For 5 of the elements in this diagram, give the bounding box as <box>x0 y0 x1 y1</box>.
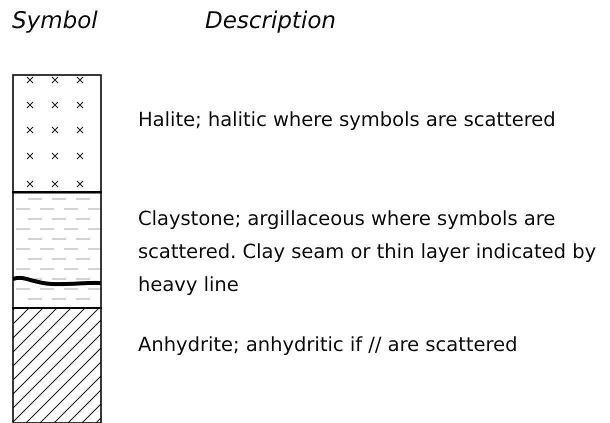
description-text: Anhydrite; anhydritic if // are scattered <box>138 332 518 358</box>
column-heading: Symbol <box>12 8 98 34</box>
description-text: Claystone; argillaceous where symbols are scattered. Clay seam or thin layer indicated by heavy line <box>138 206 598 298</box>
description-text: Halite; halitic where symbols are scattered <box>138 107 557 133</box>
column-heading: Description <box>205 8 336 34</box>
